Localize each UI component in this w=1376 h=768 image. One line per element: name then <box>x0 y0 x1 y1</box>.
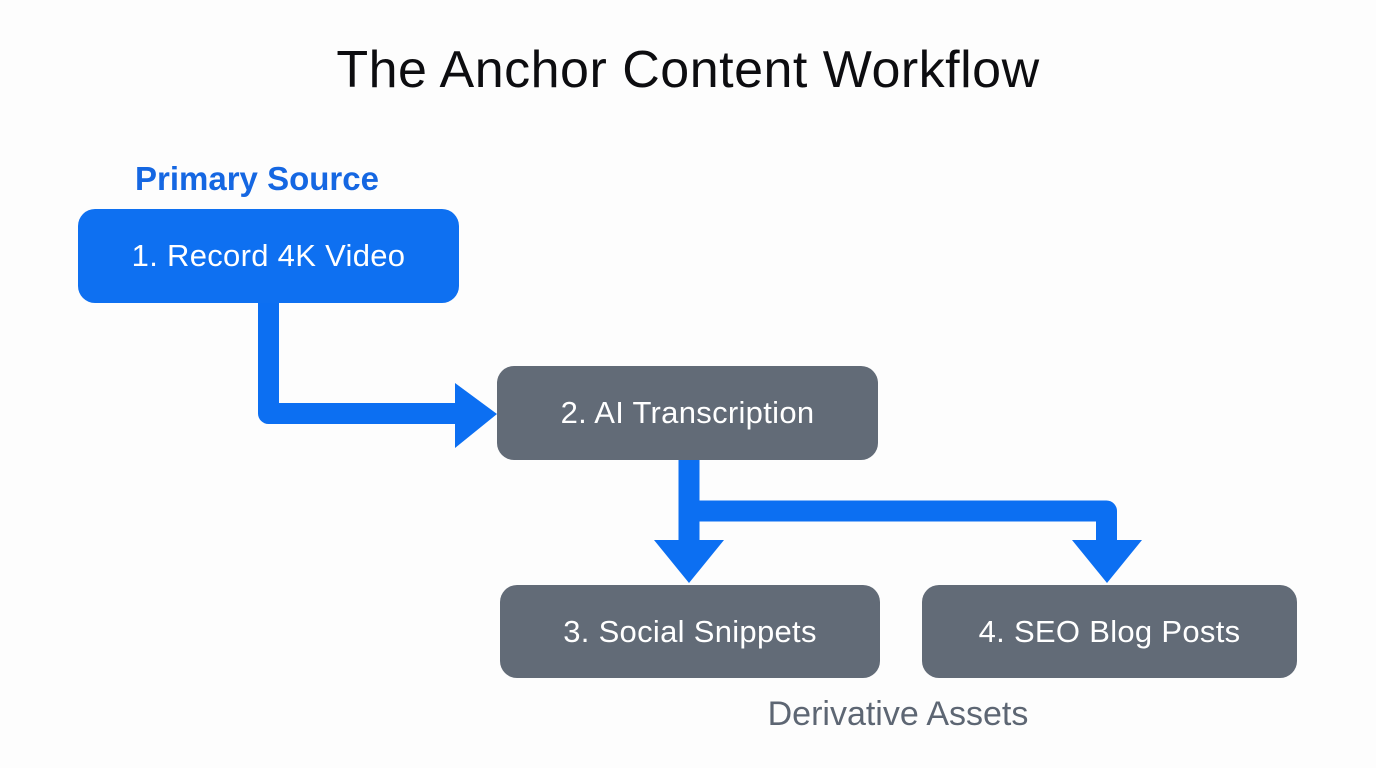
node-social-snippets-label: 3. Social Snippets <box>563 613 817 649</box>
node-seo-blog-posts-label: 4. SEO Blog Posts <box>978 613 1241 649</box>
node-record-4k-video-label: 1. Record 4K Video <box>131 238 406 273</box>
node-record-4k-video: 1. Record 4K Video <box>78 209 459 303</box>
arrow-record-to-transcription <box>258 300 497 448</box>
primary-source-group-label: Primary Source <box>135 160 379 197</box>
node-social-snippets: 3. Social Snippets <box>500 585 880 678</box>
node-seo-blog-posts: 4. SEO Blog Posts <box>922 585 1297 678</box>
node-ai-transcription-label: 2. AI Transcription <box>560 395 815 430</box>
diagram-title: The Anchor Content Workflow <box>336 41 1040 99</box>
arrow-transcription-to-seo <box>689 500 1142 583</box>
node-ai-transcription: 2. AI Transcription <box>497 366 878 460</box>
derivative-assets-group-label: Derivative Assets <box>767 695 1029 733</box>
